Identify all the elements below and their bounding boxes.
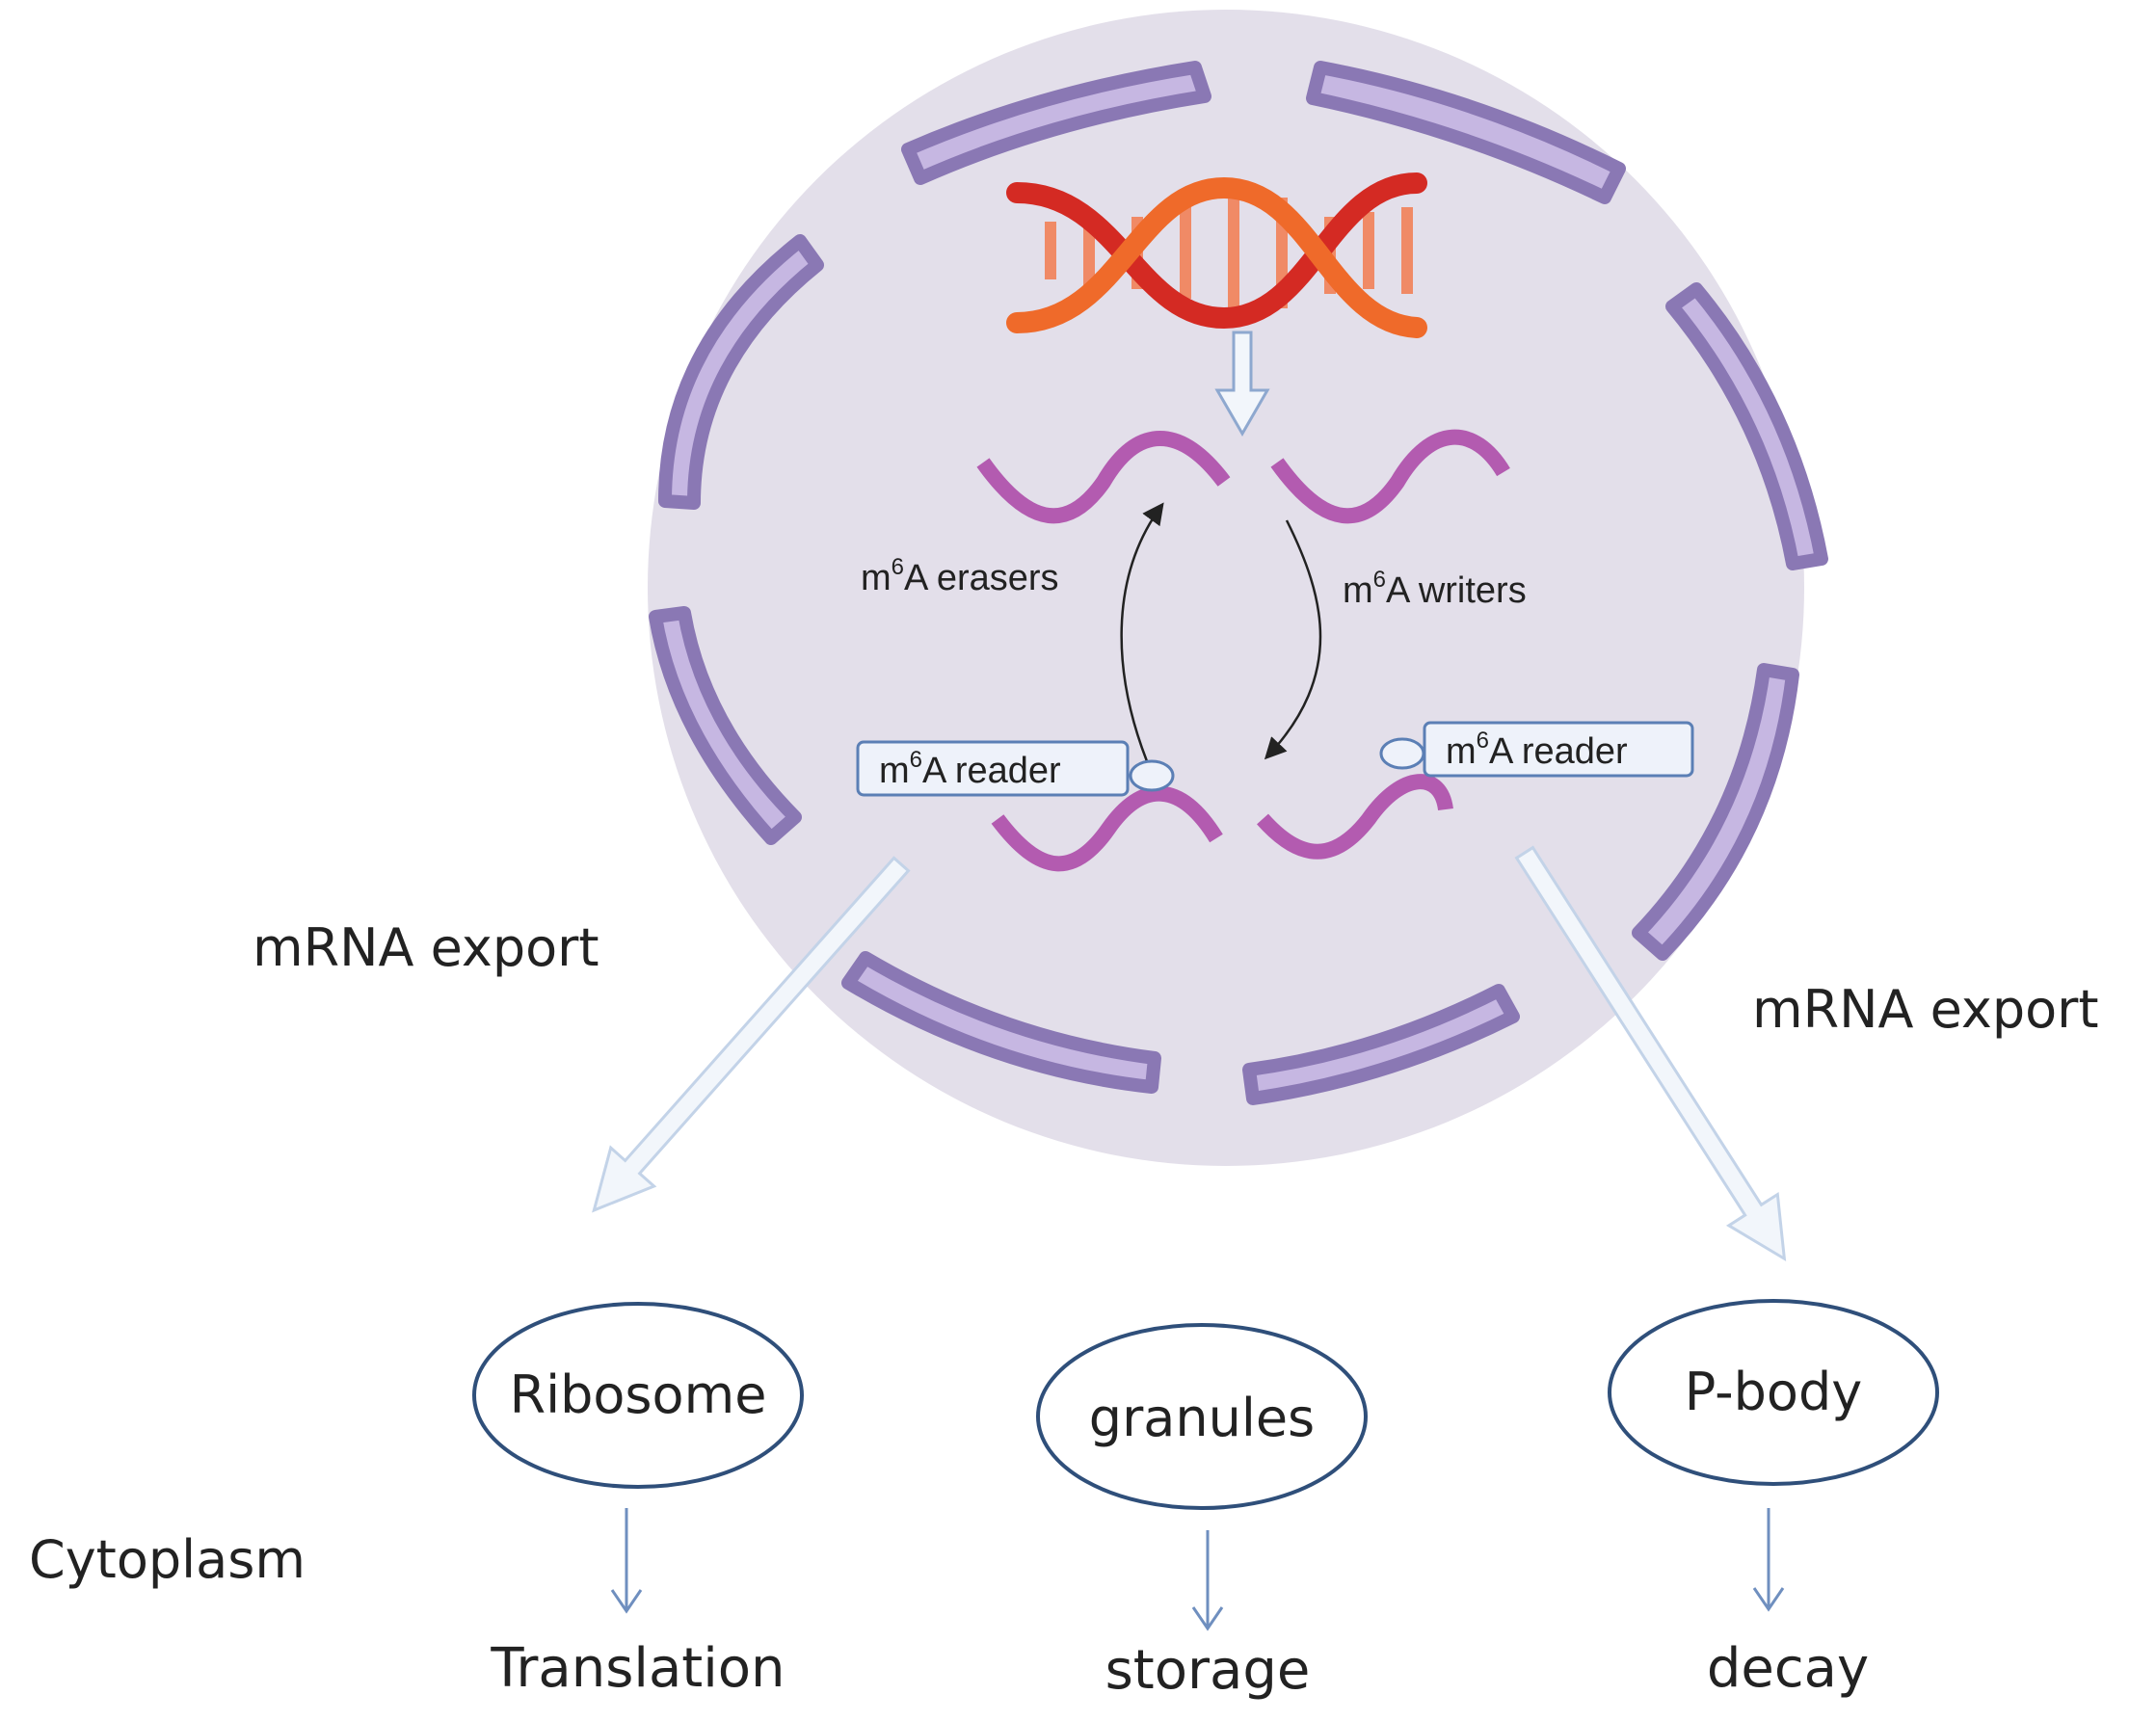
- dna-helix: [1006, 172, 1427, 338]
- cytoplasm-label: Cytoplasm: [29, 1529, 306, 1590]
- mrna-export-right-label: mRNA export: [1752, 979, 2099, 1040]
- reader-protein-right: [1379, 737, 1425, 770]
- envelope-segment: [1306, 61, 1626, 204]
- m6a-reader-left: m6A reader: [856, 740, 1175, 797]
- envelope-segment: [1632, 663, 1799, 961]
- organelle-p-body: P-body: [1608, 1299, 1939, 1486]
- reader-protein-left: [1129, 759, 1175, 792]
- outcome-storage: storage: [1105, 1639, 1311, 1702]
- svg-text:granules: granules: [1089, 1388, 1315, 1448]
- envelope-segment: [1242, 984, 1520, 1105]
- m6a-writers-label: m6A writers: [1343, 567, 1527, 611]
- envelope-segment: [649, 606, 802, 845]
- envelope-segment: [1665, 282, 1828, 570]
- svg-text:P-body: P-body: [1685, 1362, 1862, 1422]
- envelope-segment: [901, 61, 1211, 185]
- small-down-arrows: [610, 1508, 1785, 1631]
- envelope-segment: [658, 234, 824, 510]
- organelle-ribosome: Ribosome: [472, 1302, 804, 1489]
- mrna-bottom-left: [991, 785, 1223, 872]
- m6a-reader-right: m6A reader: [1379, 721, 1694, 778]
- m6a-erasers-label: m6A erasers: [861, 554, 1059, 598]
- svg-text:m6A reader: m6A reader: [1446, 728, 1628, 772]
- mrna-top-right: [1270, 429, 1510, 524]
- envelope-segment: [841, 951, 1161, 1094]
- mrna-top-left: [976, 431, 1231, 524]
- mrna-bottom-right: [1257, 774, 1453, 860]
- outcome-translation: Translation: [490, 1637, 785, 1700]
- mrna-export-left-label: mRNA export: [253, 917, 599, 978]
- nucleus: [648, 10, 1804, 1166]
- export-arrow-left: [592, 856, 911, 1213]
- outcome-decay: decay: [1707, 1637, 1869, 1700]
- svg-text:m6A reader: m6A reader: [879, 747, 1061, 791]
- nuclear-envelope: [649, 61, 1828, 1105]
- organelle-granules: granules: [1036, 1323, 1368, 1510]
- svg-text:Ribosome: Ribosome: [510, 1364, 767, 1425]
- writer-arrow: [1264, 519, 1322, 760]
- eraser-arrow: [1120, 502, 1164, 762]
- export-arrow-right: [1514, 845, 1787, 1262]
- mrna-strands: [976, 429, 1510, 872]
- transcription-arrow: [1214, 331, 1270, 437]
